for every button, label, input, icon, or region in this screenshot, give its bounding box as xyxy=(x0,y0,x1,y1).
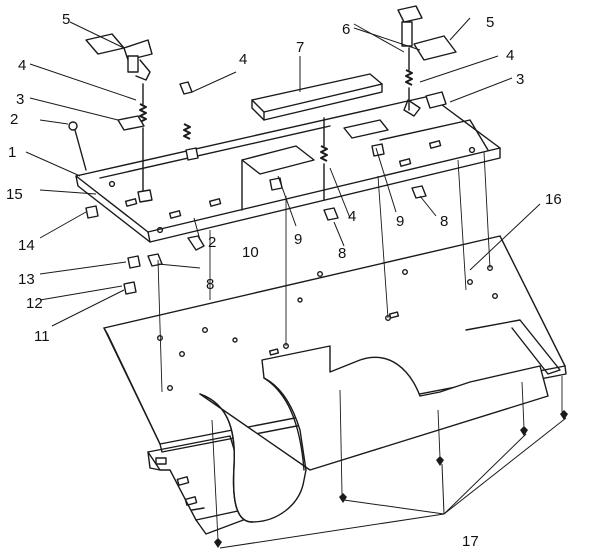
callout-5-left: 5 xyxy=(62,11,70,28)
callout-1: 1 xyxy=(8,144,16,161)
callout-9-right: 9 xyxy=(396,213,404,230)
callout-16: 16 xyxy=(545,191,562,208)
spring-upper-center xyxy=(179,81,193,140)
callout-8-center: 8 xyxy=(338,245,346,262)
callout-14: 14 xyxy=(18,237,35,254)
callout-3-right: 3 xyxy=(516,71,524,88)
callout-9-left: 9 xyxy=(294,231,302,248)
callout-4-left: 4 xyxy=(18,57,26,74)
screws xyxy=(214,410,568,548)
tab-3-left xyxy=(117,115,145,131)
callout-13: 13 xyxy=(18,271,35,288)
spring-left xyxy=(139,83,147,191)
clips xyxy=(85,5,457,117)
callout-8-left: 8 xyxy=(206,276,214,293)
tab-9 xyxy=(343,119,389,139)
springs xyxy=(139,47,413,201)
rivet-2 xyxy=(68,121,78,131)
spring-right xyxy=(405,47,413,111)
callout-7: 7 xyxy=(296,39,304,56)
wrap-shield xyxy=(199,345,549,523)
clip-right xyxy=(397,5,457,117)
callouts: 1 2 2 3 3 4 4 4 4 5 5 6 7 8 8 8 9 9 10 1… xyxy=(6,11,562,550)
leader-lines xyxy=(25,17,567,549)
callout-3-left: 3 xyxy=(16,91,24,108)
callout-2-lower: 2 xyxy=(208,234,216,251)
fasteners xyxy=(68,91,447,295)
strap xyxy=(251,73,383,121)
callout-10: 10 xyxy=(242,244,259,261)
callout-8-right: 8 xyxy=(440,213,448,230)
spring-center xyxy=(320,117,328,201)
callout-17: 17 xyxy=(462,533,479,550)
assembly-lines xyxy=(157,151,563,541)
callout-6: 6 xyxy=(342,21,350,38)
clip-left xyxy=(85,33,153,81)
bracket-10 xyxy=(241,145,315,211)
callout-12: 12 xyxy=(26,295,43,312)
callout-11: 11 xyxy=(34,328,50,345)
callout-4-right: 4 xyxy=(506,47,514,64)
callout-15: 15 xyxy=(6,186,23,203)
callout-4-lower: 4 xyxy=(348,208,356,225)
tab-3-right xyxy=(425,91,447,109)
callout-5-right: 5 xyxy=(486,14,494,31)
callout-2-upper: 2 xyxy=(10,111,18,128)
callout-4-center: 4 xyxy=(239,51,247,68)
